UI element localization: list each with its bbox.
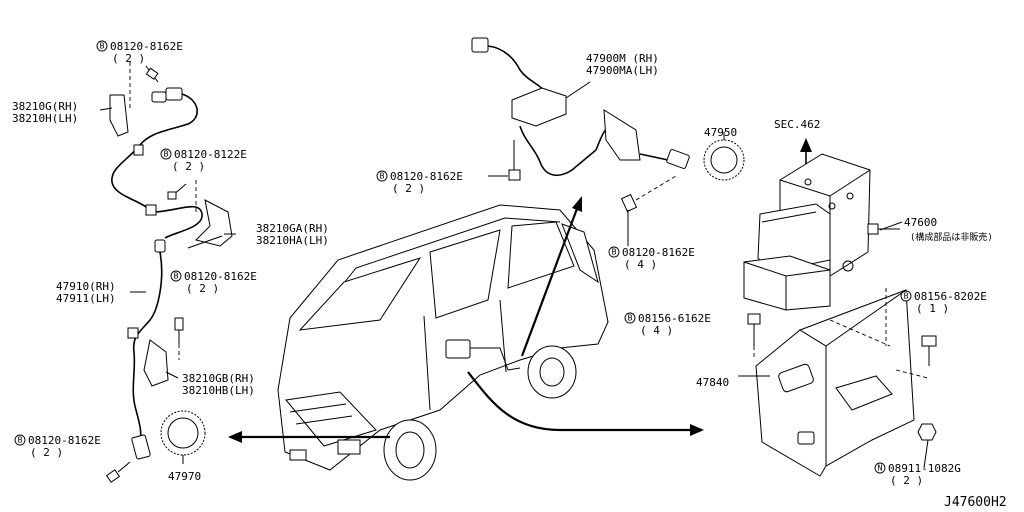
label-47840: 47840 — [696, 376, 729, 389]
bolt-mid-left-icon — [174, 317, 184, 344]
label-47600: 47600 — [904, 216, 937, 229]
label-sec-462: SEC.462 — [774, 118, 820, 131]
sensor-47910-harness — [105, 62, 233, 483]
label-47910-rh: 47910(RH) — [56, 280, 116, 293]
sensor-rotor-47970-icon — [160, 410, 206, 456]
label-47900ma-lh: 47900MA(LH) — [586, 64, 659, 77]
sensor-rotor-47950-icon — [703, 139, 745, 181]
label-38210g-lh: 38210H(LH) — [12, 112, 78, 125]
label-47900m-rh: 47900M (RH) — [586, 52, 659, 65]
badge-nut-1082: N — [874, 462, 886, 474]
badge-bolt-6162: B — [624, 312, 636, 324]
svg-text:B: B — [612, 248, 617, 257]
vehicle-van — [277, 204, 609, 481]
bolt-8202-icon — [921, 335, 937, 366]
abs-actuator-47600 — [743, 138, 903, 311]
bracket-47840 — [747, 288, 937, 477]
label-38210ga-rh: 38210GA(RH) — [256, 222, 329, 235]
grommet-icon — [154, 239, 166, 253]
label-38210ha-lh: 38210HA(LH) — [256, 234, 329, 247]
badge-bolt-mid-left: B — [170, 270, 182, 282]
badge-bolt-center-right: B — [608, 246, 620, 258]
label-bolt-mid-left-qty: ( 2 ) — [186, 282, 219, 295]
svg-text:B: B — [628, 314, 633, 323]
label-bolt-top-center-part: 08120-8162E — [390, 170, 463, 183]
leader-arrows — [228, 196, 704, 443]
bracket-47900-icon — [511, 87, 567, 127]
badge-bolt-top-center: B — [376, 170, 388, 182]
connector-47900-icon — [471, 37, 489, 53]
label-47911-lh: 47911(LH) — [56, 292, 116, 305]
label-bolt-8122-qty: ( 2 ) — [172, 160, 205, 173]
figure-code: J47600H2 — [944, 495, 1007, 510]
sensor-47900-harness — [471, 37, 690, 213]
label-bolt-top-left-qty: ( 2 ) — [112, 52, 145, 65]
label-bolt-mid-left-part: 08120-8162E — [184, 270, 257, 283]
label-38210hb-lh: 38210HB(LH) — [182, 384, 255, 397]
label-bolt-bottom-left-part: 08120-8162E — [28, 434, 101, 447]
label-bolt-center-right-part: 08120-8162E — [622, 246, 695, 259]
bracket-38210g-icon — [109, 94, 129, 137]
bracket-38210ga-icon — [195, 199, 233, 247]
svg-text:B: B — [380, 172, 385, 181]
bolt-8122-icon — [167, 183, 187, 200]
bolt-bottom-left-icon — [105, 461, 131, 483]
label-bolt-top-left-part: 08120-8162E — [110, 40, 183, 53]
nut-1082-icon — [917, 423, 937, 441]
clip-upper-icon — [133, 144, 157, 216]
label-bolt-6162-part: 08156-6162E — [638, 312, 711, 325]
label-47970: 47970 — [168, 470, 201, 483]
clip-lower-icon — [127, 327, 139, 339]
badge-bolt-8122: B — [160, 148, 172, 160]
svg-text:B: B — [904, 292, 909, 301]
bolt-center-right-icon — [620, 193, 638, 213]
label-bolt-8122-part: 08120-8122E — [174, 148, 247, 161]
svg-text:B: B — [164, 150, 169, 159]
bolt-6162-icon — [747, 313, 761, 346]
label-47950: 47950 — [704, 126, 737, 139]
label-leaders — [99, 81, 929, 469]
svg-text:B: B — [174, 272, 179, 281]
svg-text:N: N — [878, 464, 883, 473]
label-nut-1082-part: 08911-1082G — [888, 462, 961, 475]
label-38210g-rh: 38210G(RH) — [12, 100, 78, 113]
sensor-47900-tip-icon — [666, 149, 690, 169]
bolt-top-center-icon — [508, 140, 521, 181]
label-bolt-bottom-left-qty: ( 2 ) — [30, 446, 63, 459]
connector-top-icon — [151, 87, 183, 103]
badge-bolt-bottom-left: B — [14, 434, 26, 446]
label-bolt-8202-part: 08156-8202E — [914, 290, 987, 303]
label-nut-1082-qty: ( 2 ) — [890, 474, 923, 487]
sensor-tip-icon — [131, 434, 151, 460]
label-bolt-top-center-qty: ( 2 ) — [392, 182, 425, 195]
bolt-top-left-icon — [145, 65, 159, 83]
label-bolt-6162-qty: ( 4 ) — [640, 324, 673, 337]
label-47600-note: (構成部品は非販売) — [910, 231, 993, 243]
bracket-38210gb-icon — [143, 339, 169, 387]
badge-bolt-8202: B — [900, 290, 912, 302]
label-bolt-8202-qty: ( 1 ) — [916, 302, 949, 315]
badge-bolt-top-left: B — [96, 40, 108, 52]
svg-text:B: B — [100, 42, 105, 51]
label-38210gb-rh: 38210GB(RH) — [182, 372, 255, 385]
label-bolt-center-right-qty: ( 4 ) — [624, 258, 657, 271]
svg-text:B: B — [18, 436, 23, 445]
